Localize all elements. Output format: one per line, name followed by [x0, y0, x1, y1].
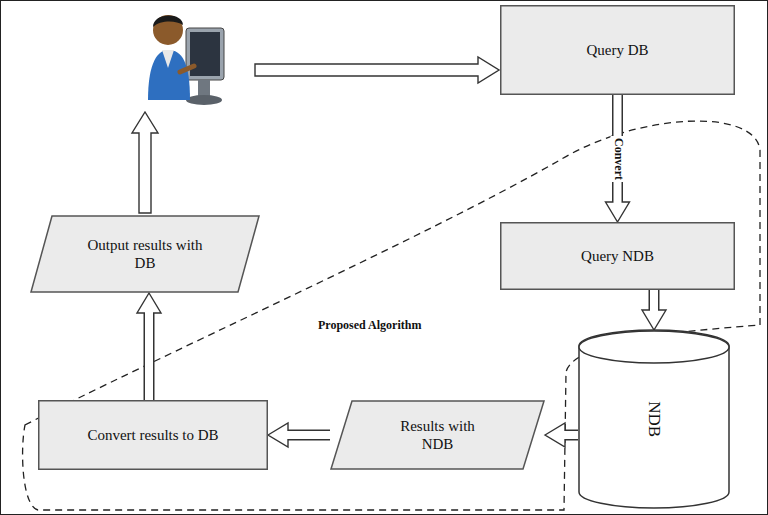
- algorithm-region: [23, 121, 760, 510]
- flow-arrow: [268, 423, 330, 447]
- user-to-query-arrow: [255, 57, 499, 83]
- node-text: Convert results to DB: [87, 426, 218, 444]
- flow-arrow: [545, 423, 578, 447]
- user-icon: [148, 15, 224, 105]
- process-box: Query NDB: [500, 222, 735, 290]
- node-text: Output results with DB: [80, 236, 210, 272]
- data-parallelogram: Results with NDB: [330, 400, 545, 470]
- edge-label: Convert: [610, 136, 625, 182]
- node-text: Query DB: [586, 41, 648, 59]
- data-parallelogram: Output results with DB: [30, 215, 260, 293]
- node-text: Results with NDB: [388, 417, 488, 453]
- node-text: Query NDB: [581, 247, 654, 265]
- region-label: Proposed Algorithm: [318, 318, 421, 333]
- flow-arrow: [137, 293, 161, 400]
- flow-arrow: [606, 95, 630, 222]
- node-text: NDB: [644, 401, 664, 437]
- process-box: Query DB: [500, 5, 735, 95]
- data-parallelogram-outline: [30, 215, 260, 293]
- data-parallelogram-outline: [330, 400, 545, 470]
- process-box: Convert results to DB: [38, 400, 268, 470]
- database-cylinder: NDB: [578, 330, 730, 508]
- output-to-user-arrow: [132, 112, 158, 213]
- flow-arrow: [642, 290, 666, 330]
